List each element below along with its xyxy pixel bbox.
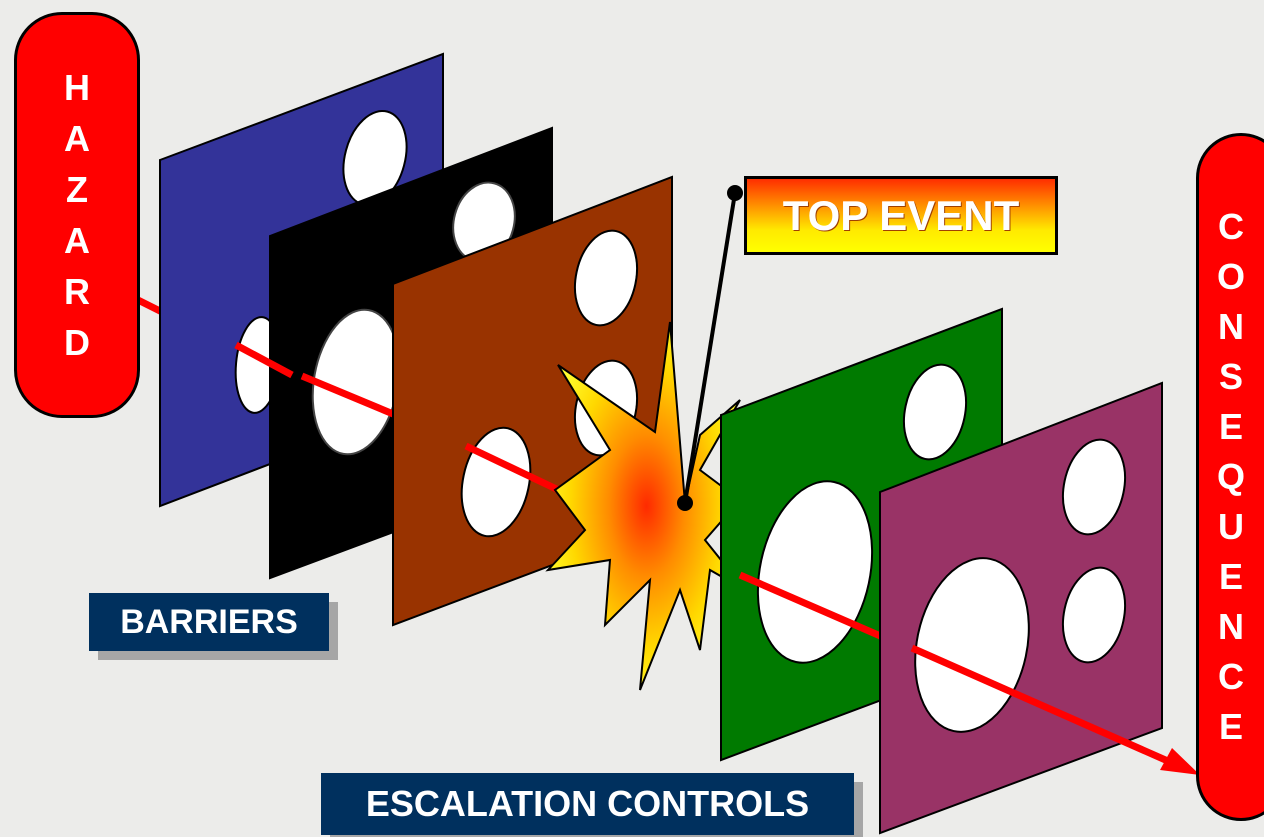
threat-arrowhead [1160,748,1200,775]
consequence-letter: Q [1217,459,1245,495]
hazard-letter: A [64,121,90,157]
top-event-label: TOP EVENT [744,176,1058,255]
consequence-letter: N [1218,609,1244,645]
consequence-letter: C [1218,659,1244,695]
hazard-pill: H A Z A R D [14,12,140,418]
consequence-letter: O [1217,259,1245,295]
escalation-controls-label: ESCALATION CONTROLS [321,773,854,835]
hazard-letter: H [64,70,90,106]
consequence-letter: E [1219,409,1243,445]
leader-dot-end [727,185,743,201]
consequence-letter: E [1219,559,1243,595]
hazard-letter: Z [66,172,88,208]
consequence-pill: C O N S E Q U E N C E [1196,133,1264,821]
barriers-label: BARRIERS [89,593,329,651]
hazard-letter: A [64,223,90,259]
consequence-letter: E [1219,709,1243,745]
consequence-letter: S [1219,359,1243,395]
consequence-letter: C [1218,209,1244,245]
hazard-letter: D [64,325,90,361]
hazard-letter: R [64,274,90,310]
consequence-letter: U [1218,509,1244,545]
leader-dot-start [677,495,693,511]
consequence-letter: N [1218,309,1244,345]
